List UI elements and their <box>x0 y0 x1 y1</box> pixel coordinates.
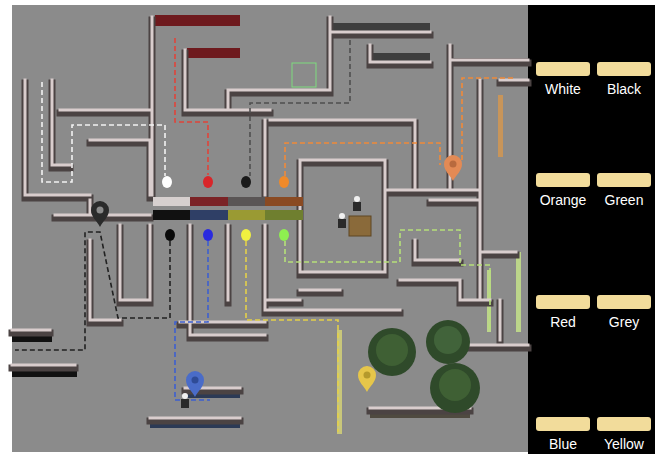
indicator-label: Red <box>550 314 576 330</box>
indicator-box <box>597 295 651 309</box>
indicator: Grey <box>597 295 651 330</box>
indicator-box <box>536 417 590 431</box>
start-strip <box>190 197 228 206</box>
indicator-box <box>536 173 590 187</box>
side-panel <box>528 5 655 454</box>
goal-bar <box>187 48 240 58</box>
trees <box>368 320 480 413</box>
dot <box>279 229 289 241</box>
dot <box>279 176 289 188</box>
yellow-route <box>246 241 338 432</box>
indicator-box <box>597 173 651 187</box>
person <box>353 196 361 211</box>
indicator: Red <box>536 295 590 330</box>
red-route <box>175 38 208 175</box>
goal-bar <box>155 15 240 26</box>
start-strip <box>265 210 303 220</box>
indicator: Green <box>597 173 651 208</box>
dot <box>203 176 213 188</box>
routes <box>15 38 515 432</box>
maze-floor <box>12 5 528 452</box>
pin <box>358 366 376 392</box>
indicator-label: Grey <box>609 314 639 330</box>
dot <box>241 176 251 188</box>
person <box>338 213 346 228</box>
target-square <box>292 63 316 87</box>
indicator-box <box>597 62 651 76</box>
orange-route <box>285 143 440 176</box>
indicator-label: White <box>545 81 581 97</box>
white-route <box>42 82 165 182</box>
maze-walls <box>12 17 528 421</box>
map-pins <box>91 155 462 397</box>
indicator-label: Blue <box>549 436 577 452</box>
indicator: Yellow <box>597 417 651 452</box>
indicator-box <box>536 62 590 76</box>
pin <box>444 155 462 181</box>
pin <box>186 371 204 397</box>
dot <box>203 229 213 241</box>
black-route <box>15 232 170 350</box>
start-strip <box>153 197 190 206</box>
start-strip <box>228 197 265 206</box>
goal-post <box>498 95 503 157</box>
indicator: Black <box>597 62 651 97</box>
pin <box>91 201 109 227</box>
orange-route <box>462 78 515 160</box>
indicator-label: Orange <box>540 192 587 208</box>
wall-top <box>12 17 528 418</box>
dot <box>162 176 172 188</box>
grey-route <box>250 40 350 176</box>
indicator-box <box>536 295 590 309</box>
dot <box>241 229 251 241</box>
crate <box>349 216 371 236</box>
indicator: Blue <box>536 417 590 452</box>
person <box>181 393 189 408</box>
start-strip <box>265 197 303 206</box>
start-strip <box>190 210 228 220</box>
indicator-box <box>597 417 651 431</box>
green-route <box>285 230 490 330</box>
indicator: Orange <box>536 173 590 208</box>
goal-post <box>516 252 521 332</box>
dot <box>165 229 175 241</box>
indicator: White <box>536 62 590 97</box>
start-strip <box>153 210 190 220</box>
start-strip <box>228 210 265 220</box>
indicator-label: Yellow <box>604 436 644 452</box>
indicator-label: Black <box>607 81 641 97</box>
start-dots <box>162 176 289 241</box>
blue-route <box>175 241 210 400</box>
indicator-label: Green <box>605 192 644 208</box>
